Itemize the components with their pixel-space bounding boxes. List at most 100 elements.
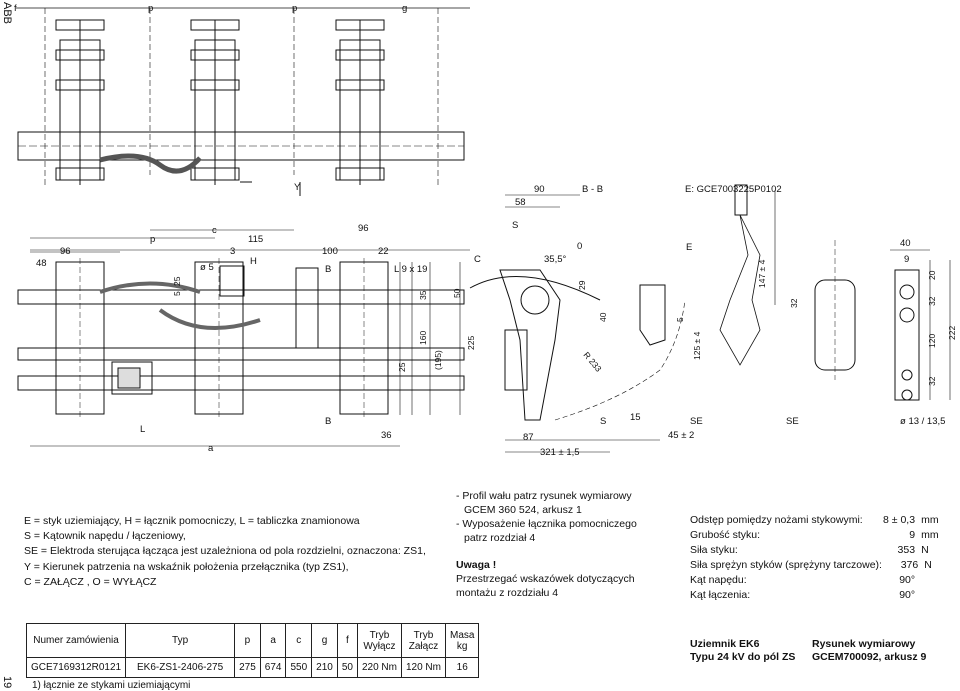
dimension-label: 5: [172, 291, 182, 296]
cell: 210: [311, 657, 338, 678]
dim-SE: SE: [690, 416, 703, 427]
dim-48: 48: [36, 258, 47, 269]
header-cell: c: [285, 623, 313, 658]
notes: - Profil wału patrz rysunek wymiarowy GC…: [456, 489, 676, 600]
spec-row: Siła sprężyn styków (sprężyny tarczowe):…: [690, 559, 932, 571]
legend-line: SE = Elektroda sterująca łącząca jest uz…: [24, 545, 426, 558]
header-cell: Typ: [125, 623, 236, 658]
dim-90: 90: [534, 184, 545, 195]
specs-list: Odstęp pomiędzy nożami stykowymi: 8 ± 0,…: [690, 513, 940, 603]
dim-15: 15: [630, 412, 641, 423]
header-cell: Numer zamówienia: [25, 623, 127, 658]
dim-a: a: [208, 443, 214, 454]
legend-line: C = ZAŁĄCZ , O = WYŁĄCZ: [24, 575, 157, 588]
spec-row: Siła styku: 353 N: [690, 544, 929, 556]
section-e-label: E: GCE7003225P0102: [685, 184, 782, 195]
top-insulator-1: [55, 19, 105, 185]
dimension-label: 125 ± 4: [692, 331, 702, 360]
dim-321: 321 ± 1,5: [540, 447, 580, 458]
dimension-label: 29: [577, 280, 587, 290]
title-right: Rysunek wymiarowy GCEM700092, arkusz 9: [812, 638, 927, 663]
order-table-header: Numer zamówienia Typ p a c g f Tryb Wyłą…: [25, 623, 480, 658]
dimension-label: 40: [598, 312, 608, 322]
dim-115: 115: [248, 234, 263, 245]
table-row: GCE7169312R0121 EK6-ZS1-2406-275 275 674…: [25, 657, 480, 678]
spec-row: Grubość styku: 9 mm: [690, 529, 939, 541]
cell: 120 Nm: [400, 657, 446, 678]
header-cell: Tryb Wyłącz: [356, 623, 402, 658]
spec-row: Odstęp pomiędzy nożami stykowymi: 8 ± 0,…: [690, 514, 939, 526]
dimension-label: 222: [947, 326, 957, 340]
dim-9: 9: [904, 254, 909, 265]
cell: 275: [234, 657, 261, 678]
dim-c: c: [212, 225, 217, 236]
header-cell: f: [336, 623, 358, 658]
cell: 220 Nm: [356, 657, 402, 678]
dimension-label: R 233: [581, 350, 603, 374]
dimension-label: 25: [397, 362, 407, 372]
technical-drawing: f p p g c p 115 96 48 3 ø 5 H a L B 36 1…: [14, 3, 957, 458]
dimension-label: 225: [466, 336, 476, 350]
dim-o5: ø 5: [200, 262, 214, 273]
cell: 50: [336, 657, 358, 678]
cell: 674: [259, 657, 287, 678]
spec-row: Kąt napędu: 90°: [690, 574, 916, 586]
dim-C: C: [474, 254, 481, 265]
header-cell: Tryb Załącz: [400, 623, 446, 658]
section-bb-label: B - B: [582, 184, 603, 195]
dim-58: 58: [515, 197, 526, 208]
label-f: f: [14, 3, 17, 14]
dimension-label: 120: [927, 334, 937, 348]
dim-96-right: 96: [358, 223, 369, 234]
label-g: g: [402, 3, 407, 14]
dim-40: 40: [900, 238, 911, 249]
cell: 550: [285, 657, 313, 678]
dim-96: 96: [60, 246, 71, 257]
warning-line: Przestrzegać wskazówek dotyczących: [456, 573, 635, 585]
dim-B-upper: B: [325, 264, 331, 275]
note-line: GCEM 360 524, arkusz 1: [464, 504, 582, 516]
dimension-label: 20: [927, 270, 937, 280]
dim-E: E: [686, 242, 692, 253]
header-cell: g: [311, 623, 338, 658]
dimension-label: 32: [927, 296, 937, 306]
note-line: - Profil wału patrz rysunek wymiarowy: [456, 490, 632, 502]
dimension-label: (195): [433, 350, 443, 370]
dim-36: 36: [381, 430, 392, 441]
dim-L: L: [140, 424, 145, 435]
note-line: - Wyposażenie łącznika pomocniczego: [456, 518, 637, 530]
legend-line: Y = Kierunek patrzenia na wskaźnik położ…: [24, 560, 349, 573]
dim-hole: ø 13 / 13,5: [900, 416, 945, 427]
dim-22: 22: [378, 246, 389, 257]
cell: EK6-ZS1-2406-275: [125, 657, 236, 678]
dim-S: S: [512, 220, 518, 231]
dimension-label: 5: [675, 317, 685, 322]
legend-line: E = styk uziemiający, H = łącznik pomocn…: [24, 515, 360, 527]
label-p: p: [148, 3, 153, 14]
dimension-label: 35: [418, 290, 428, 300]
footnote: 1) łącznie ze stykami uziemiającymi: [32, 680, 191, 691]
legend: E = styk uziemiający, H = łącznik pomocn…: [24, 514, 444, 590]
page-number: 19: [1, 676, 13, 689]
dimension-label: 50: [452, 288, 462, 298]
dimension-label: 32: [927, 376, 937, 386]
cell: 16: [444, 657, 480, 678]
dim-0: 0: [577, 241, 582, 252]
dimension-label: 32: [789, 298, 799, 308]
cell: GCE7169312R0121: [25, 657, 127, 678]
warning-title: Uwaga !: [456, 559, 497, 571]
dim-SE-right: SE: [786, 416, 799, 427]
dim-3: 3: [230, 246, 235, 257]
dim-L9x19: L 9 x 19: [394, 264, 427, 275]
title-left: Uziemnik EK6 Typu 24 kV do pól ZS: [690, 638, 796, 663]
dim-100: 100: [322, 246, 338, 257]
dimension-label: 25: [172, 276, 182, 286]
warning-line: montażu z rozdziału 4: [456, 587, 559, 599]
dim-H: H: [250, 256, 257, 267]
dim-45: 45 ± 2: [668, 430, 694, 441]
dimension-label: 147 ± 4: [757, 259, 767, 288]
note-line: patrz rozdział 4: [464, 532, 536, 544]
spec-row: Kąt łączenia: 90°: [690, 589, 916, 601]
label-Y: Y: [294, 182, 301, 193]
dim-S-lower: S: [600, 416, 606, 427]
